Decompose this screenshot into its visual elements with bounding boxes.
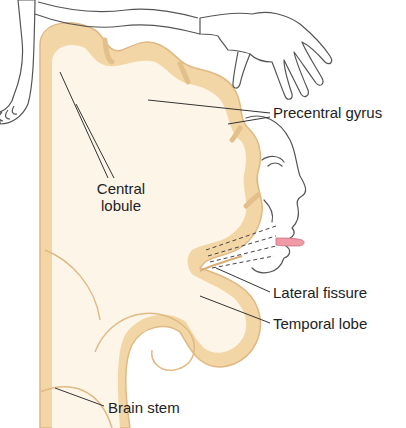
homunculus-hand — [200, 12, 332, 99]
structure-label: Central lobule — [90, 180, 152, 214]
homunculus-face — [246, 116, 306, 273]
cortex — [40, 23, 262, 428]
white-matter — [52, 45, 246, 428]
structure-label: Brain stem — [108, 399, 180, 416]
structure-label: Temporal lobe — [273, 315, 367, 332]
projection-lines — [206, 226, 276, 268]
homunculus-foot — [0, 0, 200, 124]
inner-structures — [40, 250, 194, 428]
leader-lines — [55, 72, 270, 406]
structure-label: Precentral gyrus — [273, 104, 382, 121]
structure-label: Lateral fissure — [273, 284, 367, 301]
tongue — [276, 238, 304, 246]
